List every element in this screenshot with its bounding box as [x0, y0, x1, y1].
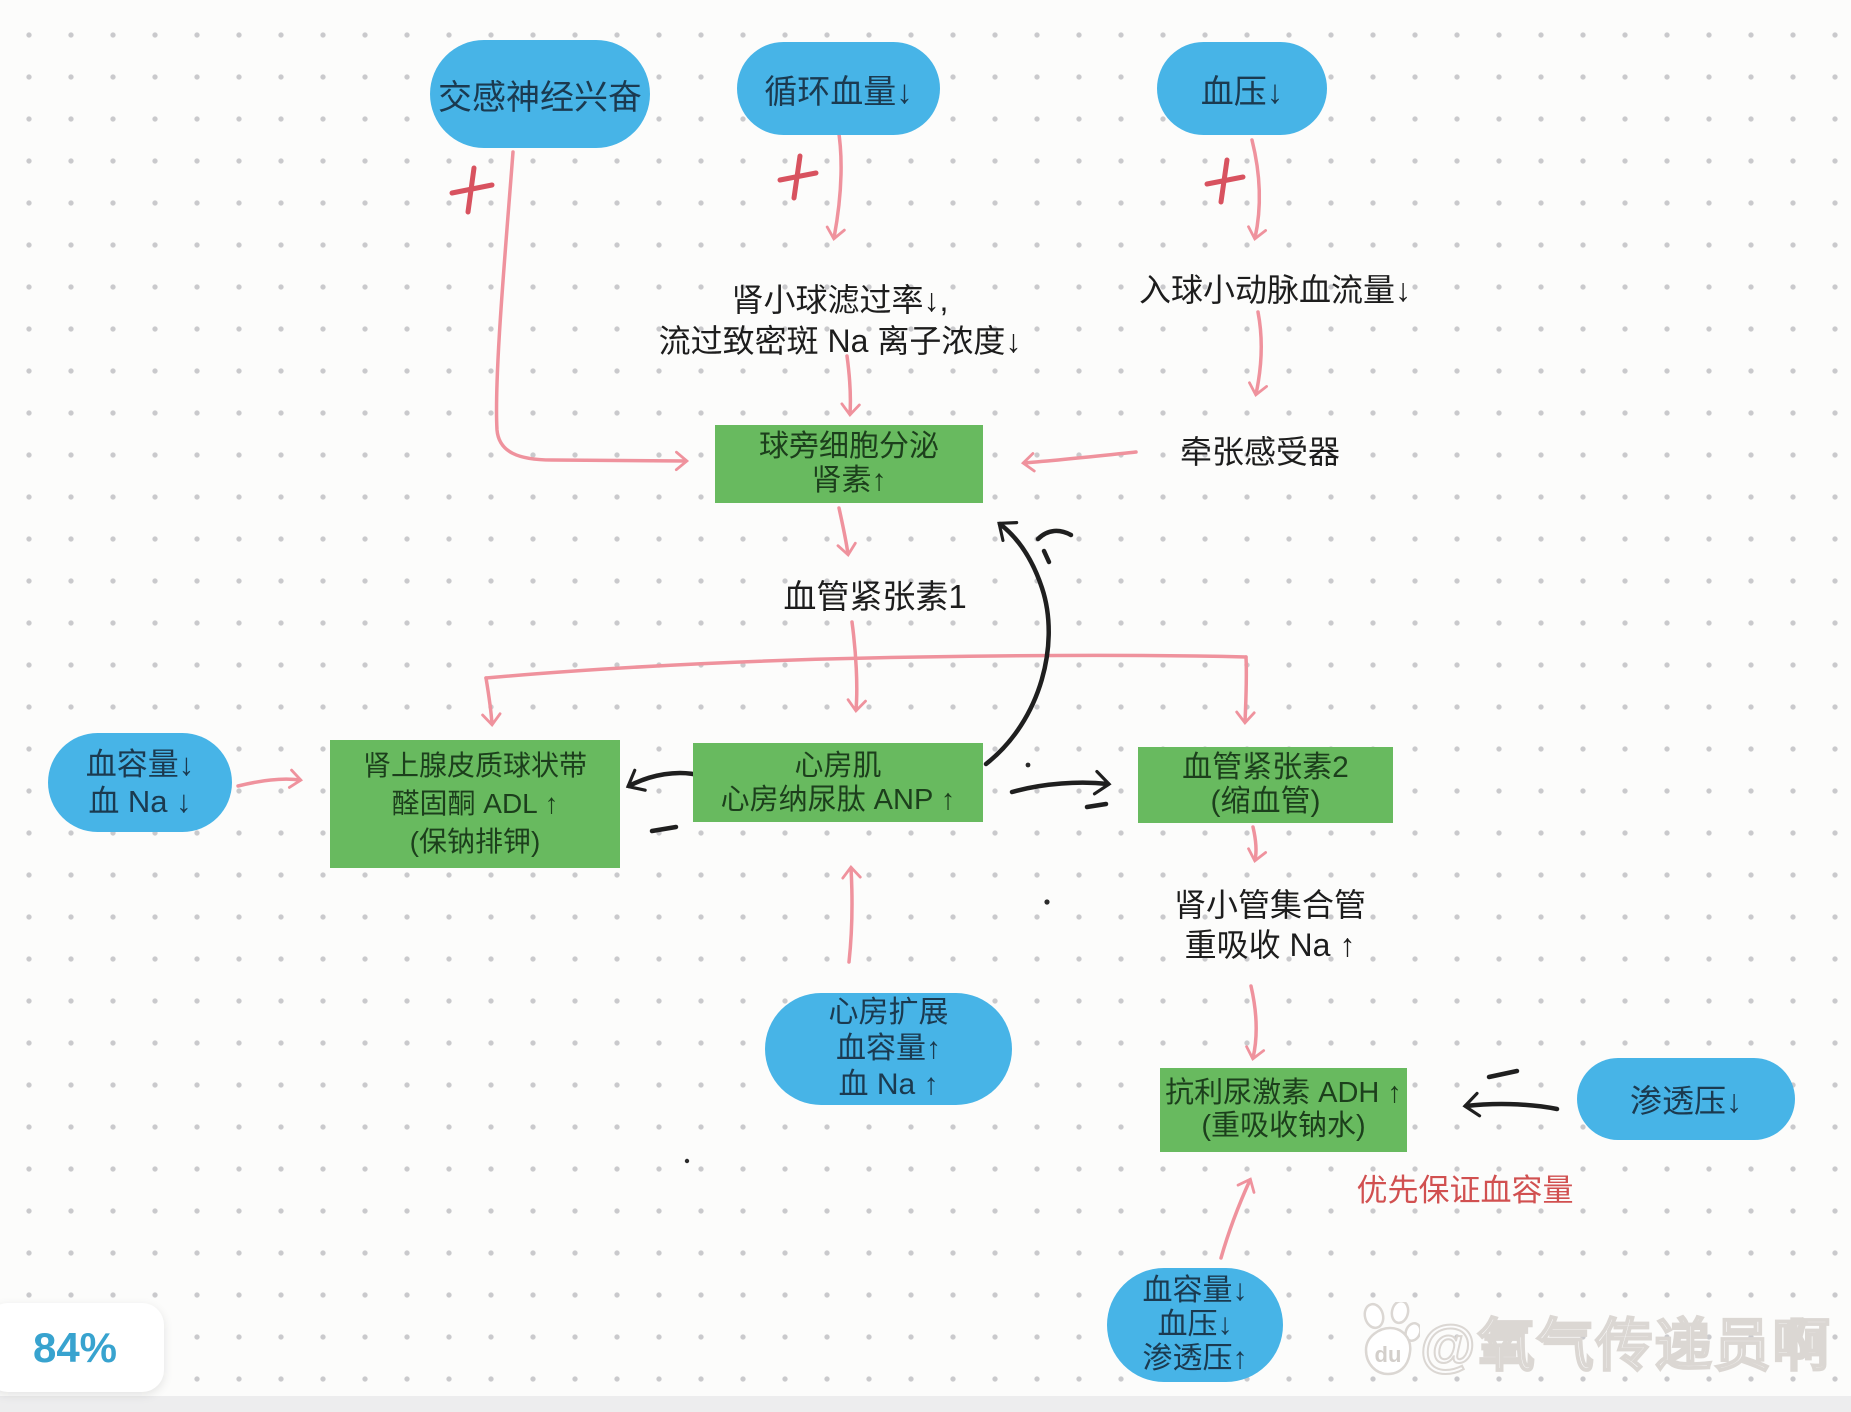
label-line: 肾小球滤过率↓,: [731, 282, 949, 318]
minus-dash-adh: [1486, 1068, 1520, 1080]
node-line: 肾上腺皮质球状带: [362, 750, 587, 781]
baidu-paw-icon: du: [1363, 1302, 1420, 1376]
label-angiotensin1: 血管紧张素1: [720, 570, 1030, 618]
label-line: 流过致密斑 Na 离子浓度↓: [658, 323, 1022, 359]
minus-tilde-renin: [1035, 528, 1074, 542]
node-line: 血压↓: [1157, 1308, 1233, 1341]
label-afferent-arteriole: 入球小动脉血流量↓: [1090, 265, 1460, 311]
node-aldosterone: 肾上腺皮质球状带 醛固酮 ADL ↑ (保钠排钾): [330, 740, 620, 868]
node-line: 醛固酮 ADL ↑: [391, 788, 559, 819]
node-blood-pressure: 血压↓: [1157, 42, 1327, 135]
plus-sign-sympathetic: [449, 165, 495, 215]
arrow-at2-to-tubule: [1247, 825, 1268, 863]
label-line: 血管紧张素1: [783, 578, 967, 615]
arrow-anp-feedback-to-renin: [983, 521, 1051, 767]
zoom-level-badge[interactable]: 84%: [0, 1303, 164, 1392]
node-line: 渗透压↑: [1142, 1342, 1248, 1375]
node-angiotensin2: 血管紧张素2 (缩血管): [1138, 747, 1393, 823]
node-line: 血容量↓: [1142, 1274, 1248, 1307]
plus-sign-bp: [1204, 157, 1246, 205]
node-adh: 抗利尿激素 ADH ↑ (重吸收钠水): [1160, 1068, 1407, 1152]
arrow-stretch-to-renin: [1020, 450, 1138, 473]
node-line: 血容量↑: [836, 1032, 941, 1065]
node-line: 血 Na ↓: [88, 783, 192, 819]
node-line: 心房肌: [794, 749, 882, 782]
node-line: 血容量↓: [85, 746, 195, 782]
node-circulating-volume: 循环血量↓: [737, 42, 940, 135]
page-edge-strip: [0, 1396, 1851, 1412]
arrow-bottomstate-to-adh: [1219, 1177, 1256, 1260]
node-atrium-stretch: 心房扩展 血容量↑ 血 Na ↑: [765, 993, 1012, 1105]
arrow-at1-to-anp: [846, 620, 867, 714]
plus-sign-circulating: [777, 153, 819, 201]
arrow-bloodvol-to-aldosterone: [236, 768, 304, 789]
stray-dot: [1025, 762, 1031, 768]
arrow-afferent-to-stretch: [1248, 310, 1268, 397]
node-renin-secretion: 球旁细胞分泌 肾素↑: [715, 425, 983, 503]
node-anp: 心房肌 心房纳尿肽 ANP ↑: [693, 743, 983, 822]
arrow-renin-to-at1: [836, 506, 857, 558]
arrow-circulating-to-gfr: [825, 116, 846, 242]
label-line: 优先保证血容量: [1356, 1173, 1574, 1208]
arrow-branch-to-aldosterone: [481, 676, 502, 728]
minus-comma-renin: [1041, 548, 1052, 565]
arrow-gfr-to-renin: [840, 354, 861, 418]
arrow-atrium-to-anp: [841, 864, 862, 964]
node-label: 交感神经兴奋: [438, 78, 642, 117]
arrow-bp-to-afferent: [1247, 138, 1268, 241]
arrow-anp-to-aldosterone: [625, 768, 705, 792]
node-line: (保钠排钾): [409, 826, 541, 857]
arrow-sympathetic-to-renin: [494, 150, 690, 472]
watermark: du @氧气传递员啊: [1358, 1300, 1832, 1382]
node-line: 血 Na ↑: [838, 1068, 939, 1101]
node-line: 球旁细胞分泌: [759, 430, 939, 463]
stray-dot: [1044, 899, 1050, 905]
label-stretch-receptor: 牵张感受器: [1140, 427, 1380, 473]
node-label: 循环血量↓: [764, 72, 913, 110]
minus-dash-at2: [1084, 801, 1109, 810]
label-line: 牵张感受器: [1179, 434, 1340, 470]
label-line: 重吸收 Na ↑: [1184, 927, 1356, 963]
node-line: (缩血管): [1210, 785, 1321, 818]
label-tubule-reabsorption: 肾小管集合管 重吸收 Na ↑: [1085, 885, 1455, 965]
label-priority-note: 优先保证血容量: [1335, 1165, 1595, 1210]
node-label: 渗透压↓: [1629, 1083, 1742, 1119]
node-blood-volume-na-low: 血容量↓ 血 Na ↓: [48, 733, 232, 832]
arrow-anp-to-at2: [1009, 769, 1112, 796]
baidu-du-text: du: [1375, 1342, 1402, 1367]
arrow-osmotic-to-adh: [1462, 1091, 1560, 1118]
node-osmotic-pressure-low: 渗透压↓: [1577, 1058, 1795, 1140]
label-line: 肾小管集合管: [1173, 887, 1366, 923]
node-label: 血压↓: [1200, 72, 1284, 110]
at2-branch-horizontal-line: [484, 653, 1248, 680]
watermark-handle: @氧气传递员啊: [1419, 1313, 1832, 1379]
node-line: (重吸收钠水): [1201, 1110, 1366, 1142]
stray-dot: [684, 1158, 690, 1164]
node-sympathetic: 交感神经兴奋: [430, 40, 650, 148]
zoom-level-value: 84%: [32, 1323, 118, 1371]
label-gfr: 肾小球滤过率↓, 流过致密斑 Na 离子浓度↓: [620, 280, 1060, 362]
label-line: 入球小动脉血流量↓: [1138, 272, 1411, 308]
node-line: 心房扩展: [828, 996, 949, 1029]
arrow-branch-to-at2: [1235, 655, 1256, 726]
node-line: 血管紧张素2: [1182, 751, 1349, 784]
node-line: 肾素↑: [811, 464, 887, 497]
arrow-tubule-to-adh: [1245, 984, 1266, 1061]
minus-dash-aldosterone: [649, 824, 679, 834]
node-bottom-state: 血容量↓ 血压↓ 渗透压↑: [1107, 1268, 1283, 1382]
node-line: 心房纳尿肽 ANP ↑: [720, 783, 956, 816]
node-line: 抗利尿激素 ADH ↑: [1165, 1077, 1402, 1109]
